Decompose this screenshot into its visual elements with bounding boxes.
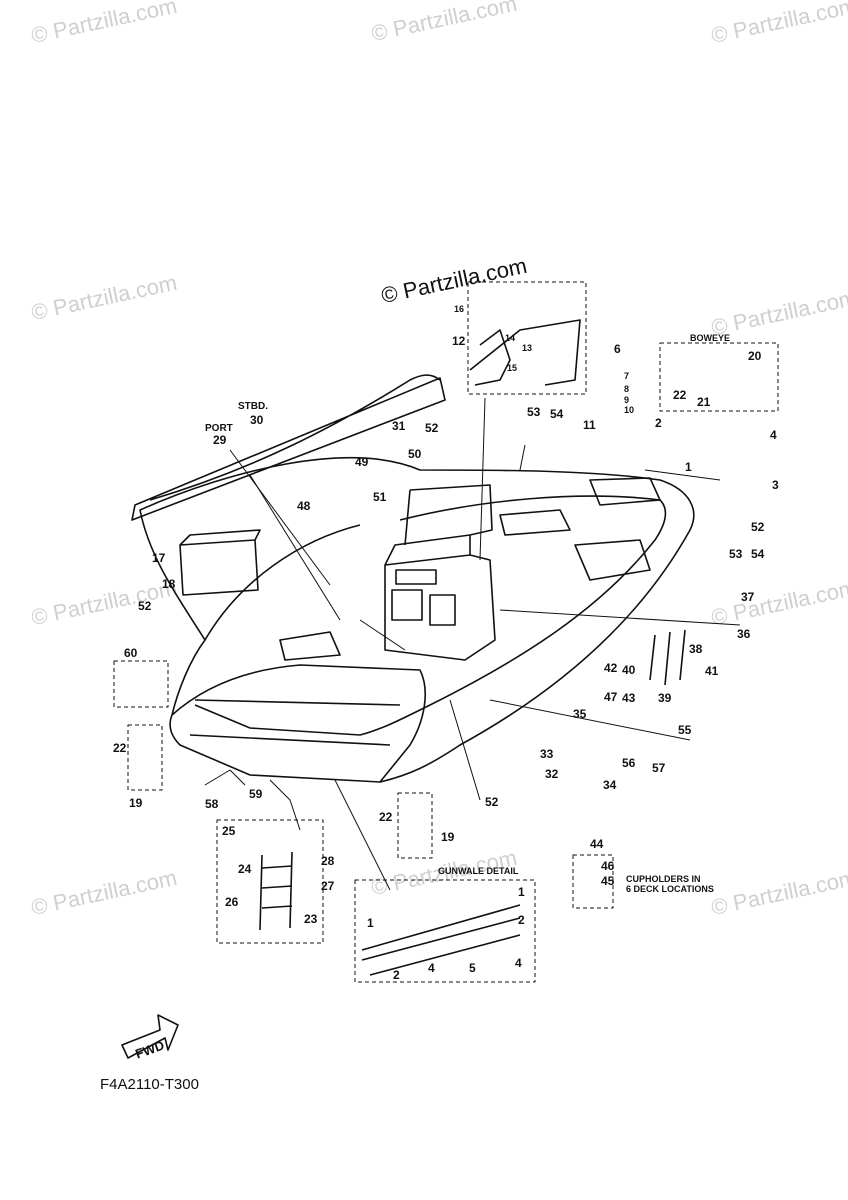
callout-12: 12 [452,334,466,348]
callout-54: 54 [550,407,564,421]
caption-cupholders-line1: CUPHOLDERS IN [626,874,701,884]
callout-10: 10 [624,405,635,415]
transom [171,664,426,783]
callout-8: 8 [624,384,630,394]
callout-34: 34 [603,778,617,792]
caption-gunwale-detail: GUNWALE DETAIL [438,866,519,876]
callout-53: 53 [729,547,743,561]
callout-35: 35 [573,707,587,721]
callout-48: 48 [297,499,311,513]
callout-60: 60 [124,646,138,660]
callout-52: 52 [138,599,152,613]
callout-6: 6 [614,342,621,356]
caption-port: PORT [205,423,233,434]
caption-stbd: STBD. [238,401,268,412]
callout-44: 44 [590,837,604,851]
callout-15: 15 [507,363,518,373]
callout-1: 1 [367,916,374,930]
callout-17: 17 [152,551,166,565]
callout-7: 7 [624,371,630,381]
callout-38: 38 [689,642,703,656]
callout-13: 13 [522,343,533,353]
callout-26: 26 [225,895,239,909]
console [384,484,496,661]
callout-51: 51 [373,490,387,504]
callout-27: 27 [321,879,335,893]
callout-25: 25 [222,824,236,838]
callout-22: 22 [379,810,393,824]
callout-1: 1 [685,460,692,474]
caption-boweye: BOWEYE [690,333,731,343]
callout-2: 2 [655,416,662,430]
callout-53: 53 [527,405,541,419]
callout-41: 41 [705,664,719,678]
callout-19: 19 [441,830,455,844]
callout-4: 4 [428,961,435,975]
callout-54: 54 [751,547,765,561]
callout-18: 18 [162,577,176,591]
callout-52: 52 [485,795,499,809]
caption-cupholders-line2: 6 DECK LOCATIONS [626,884,714,895]
callout-11: 11 [583,418,596,432]
callout-9: 9 [624,395,630,405]
callout-3: 3 [772,478,779,492]
callout-31: 31 [392,419,406,433]
callout-29: 29 [213,433,227,447]
callout-37: 37 [741,590,755,604]
callout-52: 52 [425,421,439,435]
callout-4: 4 [770,428,777,442]
callout-16: 16 [454,304,465,314]
callout-39: 39 [658,691,672,705]
callout-22: 22 [113,741,127,755]
callout-42: 42 [604,661,618,675]
callout-33: 33 [540,747,554,761]
callout-40: 40 [622,663,636,677]
callout-4: 4 [515,956,522,970]
callout-5: 5 [469,961,476,975]
callout-32: 32 [545,767,559,781]
callout-56: 56 [622,756,636,770]
callout-52: 52 [751,520,765,534]
hull-outline [139,457,695,783]
callout-30: 30 [250,413,264,427]
fwd-arrow [121,1014,179,1059]
callout-22: 22 [673,388,687,402]
callout-19: 19 [129,796,143,810]
gunwale [131,374,446,521]
callout-24: 24 [238,862,252,876]
callout-47: 47 [604,690,618,704]
callout-46: 46 [601,859,615,873]
callout-45: 45 [601,874,615,888]
callout-57: 57 [652,761,666,775]
callout-49: 49 [355,455,369,469]
hull-inner [194,495,667,736]
callout-59: 59 [249,787,263,801]
callout-14: 14 [505,333,516,343]
callout-2: 2 [393,968,400,982]
callout-36: 36 [737,627,751,641]
caption-cupholders: CUPHOLDERS IN 6 DECK LOCATIONS [626,874,714,895]
windshield-frame [469,319,581,386]
callout-58: 58 [205,797,219,811]
callout-2: 2 [518,913,525,927]
callout-50: 50 [408,447,422,461]
callout-28: 28 [321,854,335,868]
callout-23: 23 [304,912,318,926]
callout-55: 55 [678,723,692,737]
drawing-code: F4A2110-T300 [100,1076,199,1093]
callout-20: 20 [748,349,762,363]
callout-21: 21 [697,395,711,409]
callout-43: 43 [622,691,636,705]
callout-1: 1 [518,885,525,899]
